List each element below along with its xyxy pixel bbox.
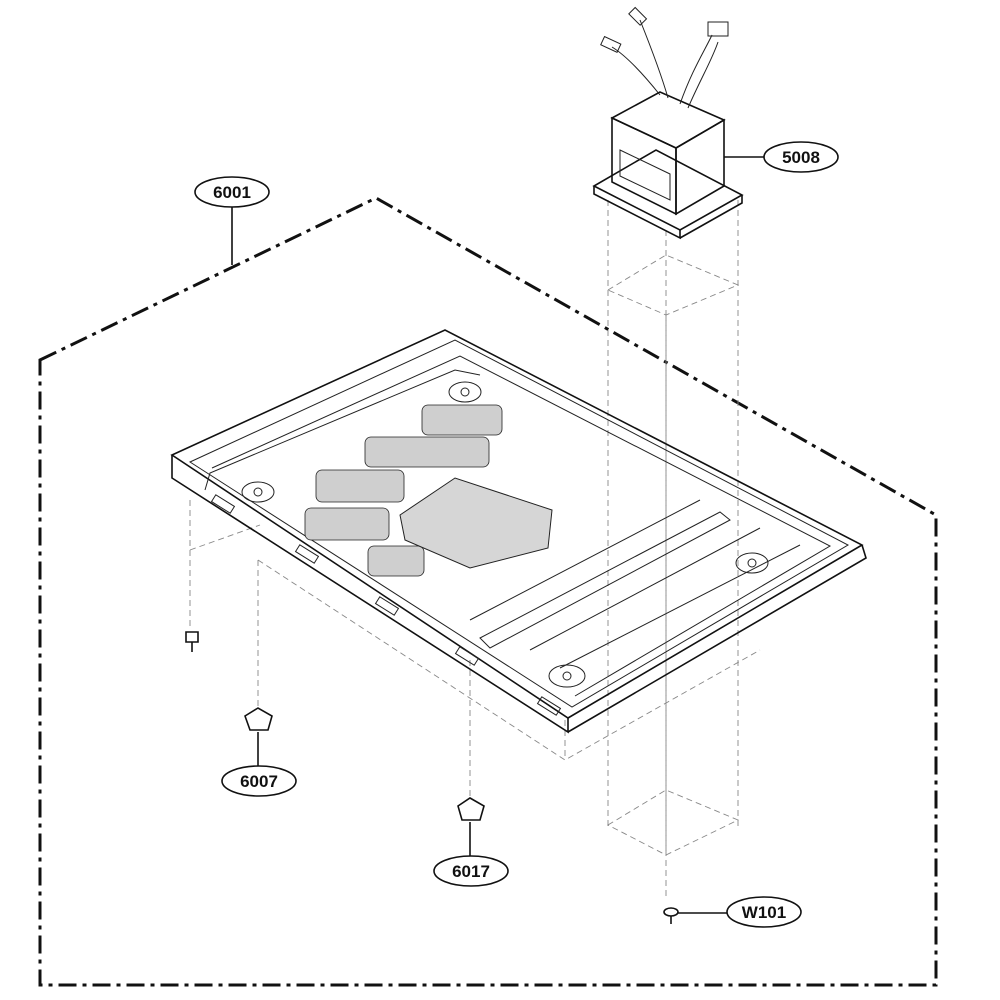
vent-slots: [304, 404, 503, 577]
callout-6017: 6017: [433, 855, 509, 887]
callout-5008-label: 5008: [782, 148, 820, 167]
callout-6001-label: 6001: [213, 183, 251, 202]
screw-w101: [663, 907, 679, 924]
left-screw: [185, 631, 199, 652]
callout-6007: 6007: [221, 765, 297, 797]
cushion-6007: [244, 707, 273, 731]
callout-w101-label: W101: [742, 903, 786, 922]
projection-lines: [189, 200, 761, 900]
callout-5008: 5008: [763, 141, 839, 173]
cushion-6017: [457, 797, 485, 821]
perforated-grille: [399, 477, 553, 569]
callout-6001: 6001: [194, 176, 270, 208]
mounting-bosses: [241, 381, 769, 688]
leader-lines: [231, 156, 764, 914]
callout-6017-label: 6017: [452, 862, 490, 881]
callout-6007-label: 6007: [240, 772, 278, 791]
base-plate: [170, 329, 867, 734]
front-tabs: [210, 494, 562, 716]
assembly-boundary: [38, 196, 938, 987]
transformer: [592, 6, 744, 240]
callout-w101: W101: [726, 896, 802, 928]
